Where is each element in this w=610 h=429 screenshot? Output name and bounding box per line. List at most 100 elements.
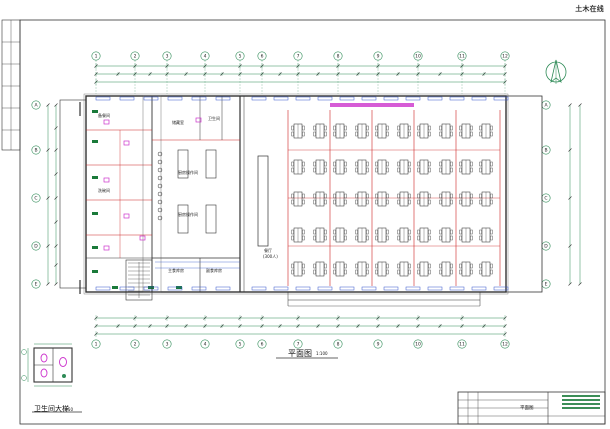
svg-text:2: 2 bbox=[134, 342, 137, 348]
axis-bubble-top-8: 8 bbox=[333, 51, 343, 61]
dining-table-group bbox=[355, 191, 369, 207]
axis-bubble-top-10: 10 bbox=[413, 51, 423, 61]
axis-bubble-left-E: E bbox=[31, 279, 41, 289]
dining-table-group bbox=[397, 227, 411, 243]
svg-text:10: 10 bbox=[415, 342, 421, 348]
svg-text:11: 11 bbox=[459, 54, 465, 60]
plan-outline bbox=[59, 93, 543, 295]
svg-text:9: 9 bbox=[377, 54, 380, 60]
right-dimension-lines bbox=[568, 103, 582, 286]
svg-text:12: 12 bbox=[502, 54, 508, 60]
dining-table-group bbox=[479, 227, 493, 243]
dining-table-group bbox=[313, 227, 327, 243]
axis-bubble-top-5: 5 bbox=[235, 51, 245, 61]
svg-text:C: C bbox=[544, 196, 547, 202]
svg-text:5: 5 bbox=[239, 342, 242, 348]
room-label-kitchen-b: 厨房操作间 bbox=[178, 212, 198, 217]
dining-table-group bbox=[375, 227, 389, 243]
toilet-detail-drawing bbox=[21, 343, 73, 387]
brand-mark: 土木在线 bbox=[575, 5, 604, 13]
dining-table-group bbox=[355, 123, 369, 139]
axis-bubble-bottom-1: 1 bbox=[91, 339, 101, 349]
axis-bubble-top-4: 4 bbox=[200, 51, 210, 61]
svg-text:E: E bbox=[545, 282, 548, 288]
dining-table-group bbox=[291, 261, 305, 277]
axis-bubble-bottom-7: 7 bbox=[293, 339, 303, 349]
dining-table-group bbox=[439, 261, 453, 277]
svg-text:A: A bbox=[544, 103, 548, 109]
axis-bubble-top-7: 7 bbox=[293, 51, 303, 61]
dining-table-group bbox=[417, 159, 431, 175]
svg-text:10: 10 bbox=[415, 54, 421, 60]
room-label-dining-hall-capacity: (300人) bbox=[263, 254, 278, 259]
plan-title: 平面图 bbox=[288, 349, 312, 358]
axis-bubble-bottom-5: 5 bbox=[235, 339, 245, 349]
svg-text:7: 7 bbox=[297, 342, 300, 348]
room-label-1: 备餐间 bbox=[98, 113, 110, 118]
dining-table-group bbox=[291, 159, 305, 175]
axis-bubble-bottom-2: 2 bbox=[130, 339, 140, 349]
dining-table-group bbox=[333, 123, 347, 139]
dining-table-group bbox=[397, 123, 411, 139]
detail-title: 卫生间大样 bbox=[34, 405, 69, 413]
dining-table-group bbox=[459, 227, 473, 243]
dining-table-group bbox=[333, 159, 347, 175]
axis-bubble-left-A: A bbox=[31, 100, 41, 110]
axis-bubble-top-2: 2 bbox=[130, 51, 140, 61]
dining-table-group bbox=[459, 191, 473, 207]
svg-text:B: B bbox=[34, 148, 37, 154]
room-label-4: 副食库房 bbox=[206, 268, 222, 273]
dining-table-group bbox=[439, 123, 453, 139]
dining-table-group bbox=[417, 191, 431, 207]
axis-bubble-top-11: 11 bbox=[457, 51, 467, 61]
dining-table-group bbox=[479, 159, 493, 175]
left-dimension-lines bbox=[46, 103, 58, 286]
facade-strips bbox=[95, 96, 509, 307]
svg-text:2: 2 bbox=[134, 54, 137, 60]
dining-table-group bbox=[439, 159, 453, 175]
dining-table-group bbox=[417, 123, 431, 139]
dining-table-group bbox=[313, 261, 327, 277]
dining-table-group bbox=[291, 227, 305, 243]
axis-bubble-bottom-9: 9 bbox=[373, 339, 383, 349]
dining-table-group bbox=[459, 261, 473, 277]
svg-text:D: D bbox=[34, 244, 38, 250]
dining-grid-lines bbox=[287, 110, 501, 286]
svg-text:1: 1 bbox=[95, 342, 98, 348]
plan-scale: 1:100 bbox=[316, 351, 328, 356]
axis-bubble-bottom-11: 11 bbox=[457, 339, 467, 349]
dining-table-group bbox=[439, 227, 453, 243]
axis-bubble-bottom-10: 10 bbox=[413, 339, 423, 349]
title-block bbox=[457, 391, 606, 425]
axis-bubble-bottom-4: 4 bbox=[200, 339, 210, 349]
svg-text:4: 4 bbox=[204, 342, 207, 348]
axis-bubble-right-C: C bbox=[541, 193, 551, 203]
svg-text:4: 4 bbox=[204, 54, 207, 60]
axis-bubble-right-D: D bbox=[541, 241, 551, 251]
axis-bubble-right-E: E bbox=[541, 279, 551, 289]
dining-table-group bbox=[459, 123, 473, 139]
axis-bubble-right-B: B bbox=[541, 145, 551, 155]
title-block-drawing-name: 平面图 bbox=[520, 406, 534, 411]
kitchen-zone bbox=[86, 95, 245, 293]
dining-hall-zone bbox=[257, 103, 501, 286]
detail-scale: 1:50 bbox=[64, 407, 73, 412]
svg-text:8: 8 bbox=[337, 342, 340, 348]
dining-table-group bbox=[459, 159, 473, 175]
room-label-2: 洗碗间 bbox=[98, 188, 110, 193]
north-arrow-icon bbox=[545, 59, 567, 84]
bottom-dimension-lines bbox=[94, 315, 507, 337]
room-label-storage: 储藏室 bbox=[172, 120, 184, 125]
dining-table-group bbox=[291, 191, 305, 207]
svg-text:11: 11 bbox=[459, 342, 465, 348]
room-label-kitchen-a: 厨房操作间 bbox=[178, 170, 198, 175]
svg-text:E: E bbox=[35, 282, 38, 288]
axis-bubble-top-9: 9 bbox=[373, 51, 383, 61]
dining-table-group bbox=[479, 123, 493, 139]
axis-bubble-top-3: 3 bbox=[162, 51, 172, 61]
svg-text:8: 8 bbox=[337, 54, 340, 60]
dining-table-group bbox=[479, 191, 493, 207]
svg-text:6: 6 bbox=[261, 342, 264, 348]
